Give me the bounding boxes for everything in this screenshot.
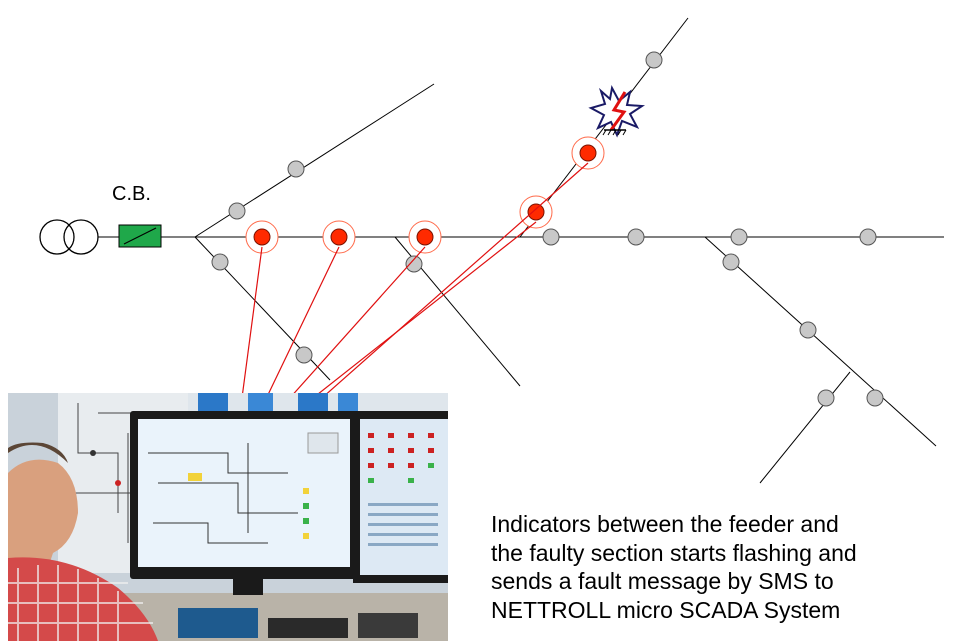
active-indicator xyxy=(571,136,605,170)
active-indicator xyxy=(408,220,442,254)
active-indicator xyxy=(322,220,356,254)
circuit-breaker-label: C.B. xyxy=(112,183,151,205)
active-indicators xyxy=(245,136,605,254)
caption-line: NETTROLL micro SCADA System xyxy=(491,596,841,623)
active-indicator xyxy=(245,220,279,254)
caption-line: the faulty section starts flashing and xyxy=(491,539,857,566)
indicator xyxy=(730,228,748,246)
fault-spark-icon xyxy=(588,85,646,138)
indicator xyxy=(722,253,740,271)
indicator xyxy=(859,228,877,246)
indicator xyxy=(211,253,229,271)
indicator xyxy=(287,160,305,178)
indicator xyxy=(866,389,884,407)
caption-line: sends a fault message by SMS to xyxy=(491,568,834,594)
indicator xyxy=(295,346,313,364)
indicator xyxy=(405,255,423,273)
active-indicator xyxy=(519,195,553,229)
circuit-breaker-icon xyxy=(118,224,162,248)
transformer-icon xyxy=(39,219,99,255)
operator-photo xyxy=(8,393,448,641)
indicator xyxy=(228,202,246,220)
caption-line: Indicators between the feeder and xyxy=(491,511,839,537)
indicator xyxy=(645,51,663,69)
indicator xyxy=(799,321,817,339)
inactive-indicators xyxy=(211,51,884,407)
caption: Indicators between the feeder and the fa… xyxy=(491,510,968,624)
indicator xyxy=(542,228,560,246)
indicator xyxy=(627,228,645,246)
indicator xyxy=(817,389,835,407)
